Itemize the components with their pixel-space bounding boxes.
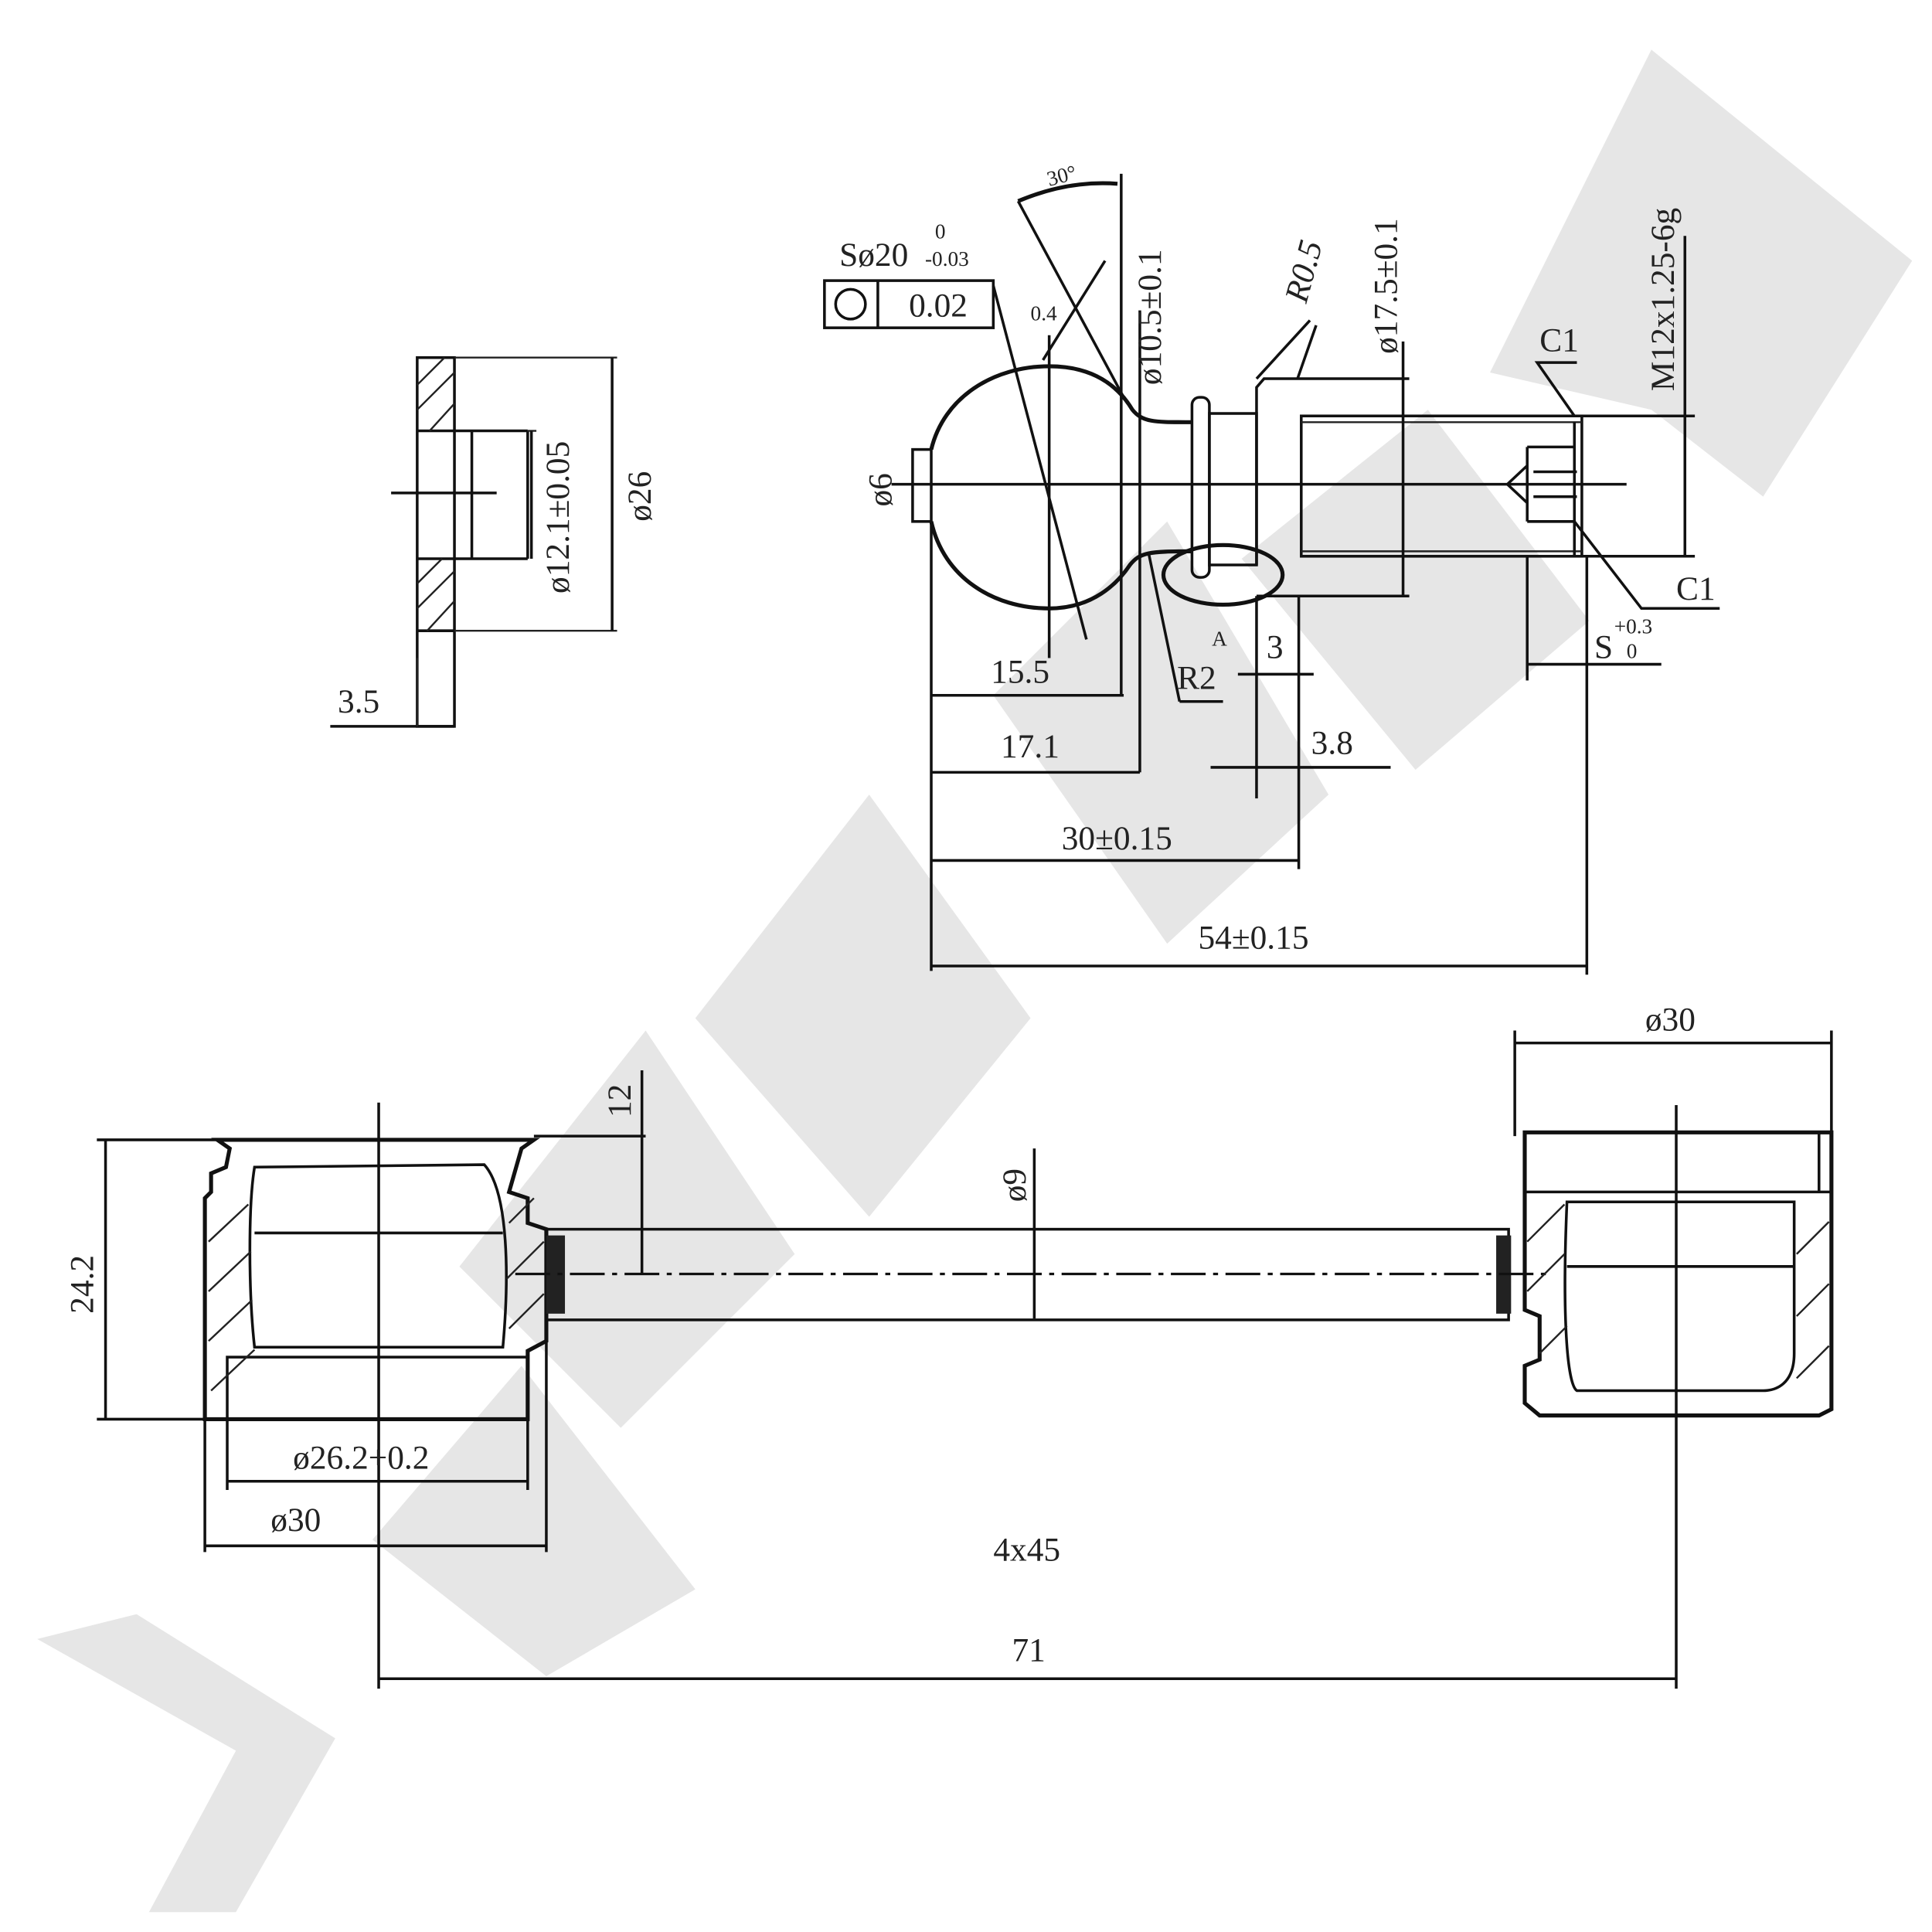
socket-tol-upper: +0.3: [1614, 614, 1653, 638]
sphere-tol-lower: -0.03: [925, 247, 969, 270]
watermark-logo: [37, 49, 1913, 1913]
washer-thickness-label: 3.5: [338, 683, 379, 720]
dim-30: 30±0.15: [1062, 820, 1172, 857]
dim-17-1: 17.1: [1001, 728, 1060, 765]
right-cup-diameter-label: ø30: [1645, 1002, 1696, 1039]
center-distance-label: 71: [1012, 1632, 1045, 1669]
dim-54: 54±0.15: [1198, 920, 1308, 957]
thread-label: M12x1.25-6g: [1645, 208, 1682, 391]
chamfer-note-label: 4x45: [993, 1532, 1060, 1569]
washer-od-label: ø26: [621, 471, 658, 522]
flange-diameter-label: ø17.5±0.1: [1368, 218, 1405, 354]
dim-15-5: 15.5: [991, 654, 1049, 691]
dim-3-8: 3.8: [1311, 724, 1353, 761]
fillet-r2-label: R2: [1177, 660, 1216, 697]
circularity-icon: [834, 287, 867, 321]
washer-section: 3.5 ø12.1±0.05 ø26: [330, 355, 658, 728]
circularity-value: 0.02: [909, 287, 968, 325]
fillet-r05-label: R0.5: [1277, 236, 1330, 307]
dim-3: 3: [1267, 629, 1284, 666]
height-label: 24.2: [64, 1255, 101, 1314]
socket-label: S: [1594, 629, 1613, 666]
sphere-diameter-label: Sø20: [839, 236, 908, 274]
offset-label: 0.4: [1031, 302, 1057, 325]
stub-diameter-label: ø6: [862, 473, 900, 506]
rod-offset-label: 12: [601, 1084, 638, 1117]
datum-label: A: [1212, 627, 1227, 650]
ball-stud: Sø20 0 -0.03 0.02 30° 0.4 ø10.5±0.1 R0.5…: [823, 161, 1720, 975]
chamfer-bottom-label: C1: [1676, 570, 1716, 607]
socket-tol-lower: 0: [1627, 640, 1638, 663]
inner-diameter-label: ø26.2+0.2: [293, 1440, 429, 1477]
sphere-tol-upper: 0: [935, 219, 946, 243]
neck-diameter-label: ø10.5±0.1: [1131, 249, 1168, 385]
rod-diameter-label: ø9: [996, 1168, 1033, 1202]
washer-bore-label: ø12.1±0.05: [539, 441, 577, 594]
link-assembly: ø30 12 ø9 24.2 ø26.2+0.2 ø30 4x45 71: [64, 1002, 1834, 1689]
left-cup-diameter-label: ø30: [270, 1502, 321, 1539]
chamfer-top-label: C1: [1539, 322, 1579, 359]
